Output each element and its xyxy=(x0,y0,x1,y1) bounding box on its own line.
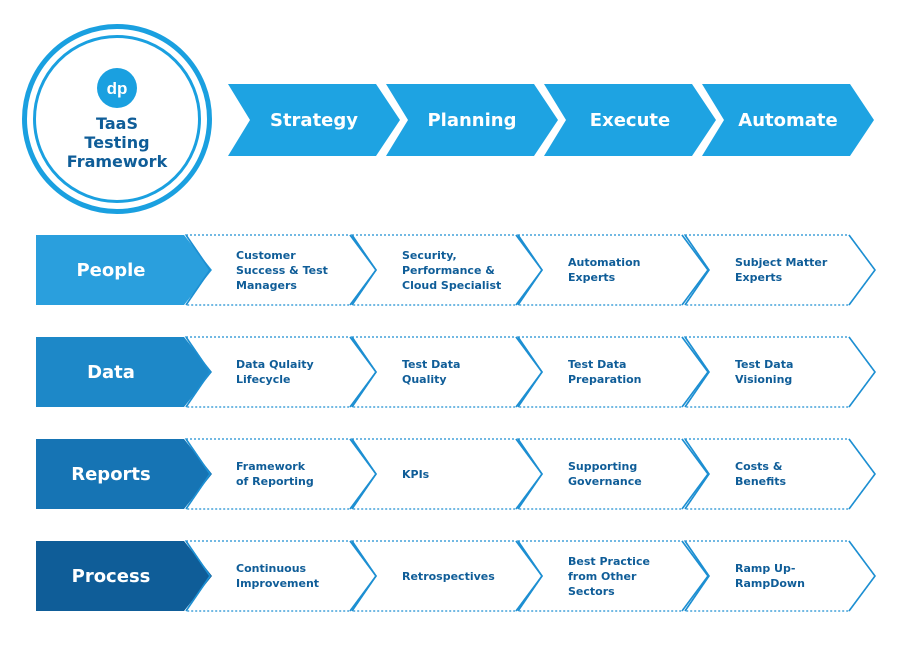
item-edge-tip-process-1 xyxy=(515,540,543,612)
phase-label-execute: Execute xyxy=(589,109,671,131)
item-edge-tip-people-0 xyxy=(349,234,377,306)
row-label-process: Process xyxy=(71,565,151,587)
phase-label-automate: Automate xyxy=(738,109,838,131)
row-label-data: Data xyxy=(87,361,135,383)
item-edge-back-reports-2 xyxy=(517,438,543,510)
item-edge-tip-data-3 xyxy=(848,336,876,408)
item-edge-back-process-3 xyxy=(684,540,710,612)
item-text-reports-1: KPIs xyxy=(402,467,430,481)
item-edge-tip-reports-2 xyxy=(681,438,709,510)
logo-inner-ring: dp TaaS Testing Framework xyxy=(33,35,201,203)
row-label-reports: Reports xyxy=(71,463,151,485)
phase-chevron-planning xyxy=(386,84,558,156)
item-edge-tip-reports-0 xyxy=(349,438,377,510)
item-edge-tip-reports-1 xyxy=(515,438,543,510)
item-text-reports-0: Framework of Reporting xyxy=(236,460,314,488)
item-edge-back-people-0 xyxy=(185,234,211,306)
item-edge-back-people-3 xyxy=(684,234,710,306)
item-text-data-3: Test Data Visioning xyxy=(735,358,794,386)
item-edge-back-data-1 xyxy=(351,336,377,408)
logo-title: TaaS Testing Framework xyxy=(66,113,168,171)
item-edge-tip-data-0 xyxy=(349,336,377,408)
item-edge-tip-people-1 xyxy=(515,234,543,306)
item-text-data-2: Test Data Preparation xyxy=(568,358,642,386)
item-edge-tip-data-1 xyxy=(515,336,543,408)
item-text-process-0: Continuous Improvement xyxy=(236,562,320,590)
item-edge-tip-reports-3 xyxy=(848,438,876,510)
item-edge-back-people-1 xyxy=(351,234,377,306)
row-chevron-process xyxy=(36,541,212,611)
item-edge-back-reports-1 xyxy=(351,438,377,510)
dp-logo-icon: dp xyxy=(97,67,137,108)
item-text-people-0: Customer Success & Test Managers xyxy=(236,248,328,292)
item-edge-back-data-3 xyxy=(684,336,710,408)
row-chevron-data xyxy=(36,337,212,407)
item-edge-tip-people-3 xyxy=(848,234,876,306)
phase-chevron-execute xyxy=(544,84,716,156)
item-edge-tip-people-2 xyxy=(681,234,709,306)
item-text-reports-3: Costs & Benefits xyxy=(735,460,787,488)
item-edge-tip-process-2 xyxy=(681,540,709,612)
item-edge-back-reports-0 xyxy=(185,438,211,510)
phase-label-planning: Planning xyxy=(427,109,517,131)
item-text-people-2: Automation Experts xyxy=(568,256,641,284)
item-text-process-3: Ramp Up- RampDown xyxy=(735,562,805,590)
taas-logo-badge: dp TaaS Testing Framework xyxy=(22,24,212,214)
item-text-reports-2: Supporting Governance xyxy=(568,460,642,488)
row-chevron-reports xyxy=(36,439,212,509)
item-edge-tip-process-3 xyxy=(848,540,876,612)
row-chevron-people xyxy=(36,235,212,305)
item-edge-back-reports-3 xyxy=(684,438,710,510)
item-text-people-1: Security, Performance & Cloud Specialist xyxy=(402,248,502,292)
phase-chevron-automate xyxy=(702,84,874,156)
item-text-data-0: Data Qulaity Lifecycle xyxy=(236,358,314,386)
item-text-process-1: Retrospectives xyxy=(402,569,495,583)
row-label-people: People xyxy=(76,259,146,281)
item-edge-tip-data-2 xyxy=(681,336,709,408)
item-text-process-2: Best Practice from Other Sectors xyxy=(568,554,650,598)
item-edge-back-process-0 xyxy=(185,540,211,612)
item-edge-back-data-2 xyxy=(517,336,543,408)
item-text-data-1: Test Data Quality xyxy=(402,358,461,386)
item-edge-back-people-2 xyxy=(517,234,543,306)
item-edge-back-process-1 xyxy=(351,540,377,612)
phase-chevron-strategy xyxy=(228,84,400,156)
phase-label-strategy: Strategy xyxy=(269,109,359,131)
item-text-people-3: Subject Matter Experts xyxy=(735,256,828,284)
item-edge-tip-process-0 xyxy=(349,540,377,612)
item-edge-back-data-0 xyxy=(185,336,211,408)
item-edge-back-process-2 xyxy=(517,540,543,612)
logo-mark-text: dp xyxy=(107,79,128,98)
